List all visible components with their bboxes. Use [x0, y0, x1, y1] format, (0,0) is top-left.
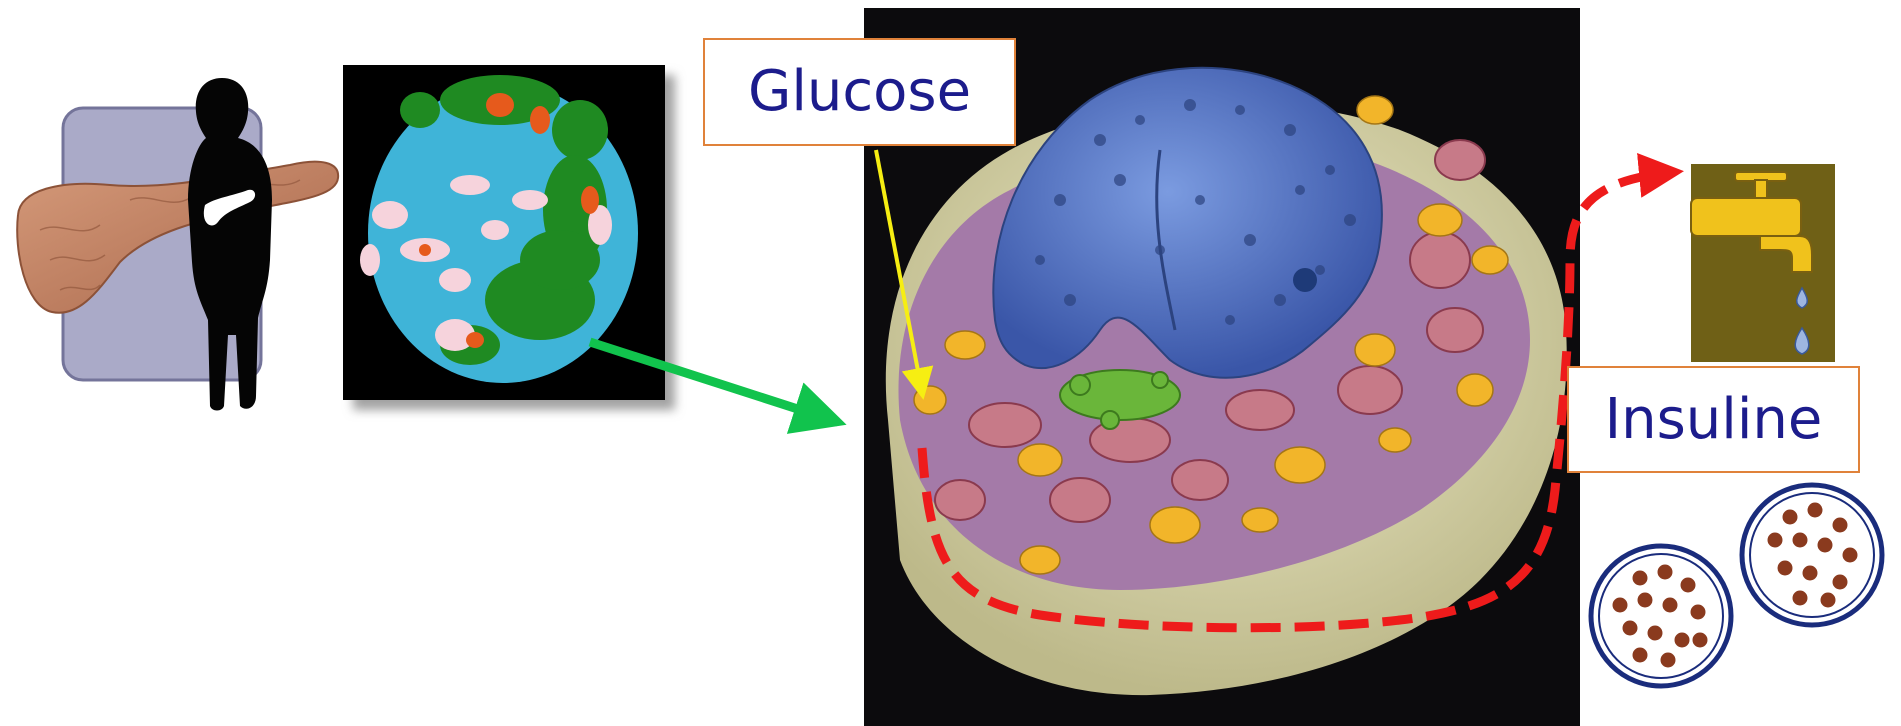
- glucose-label: Glucose: [703, 38, 1016, 146]
- insulin-vesicle-icon: [1591, 546, 1731, 686]
- cell-nucleolus: [1293, 268, 1317, 292]
- insulin-vesicle-icon: [1742, 485, 1882, 625]
- pancreas-body-group: [17, 78, 338, 411]
- insuline-label: Insuline: [1567, 366, 1860, 473]
- faucet-icon: [1691, 164, 1835, 362]
